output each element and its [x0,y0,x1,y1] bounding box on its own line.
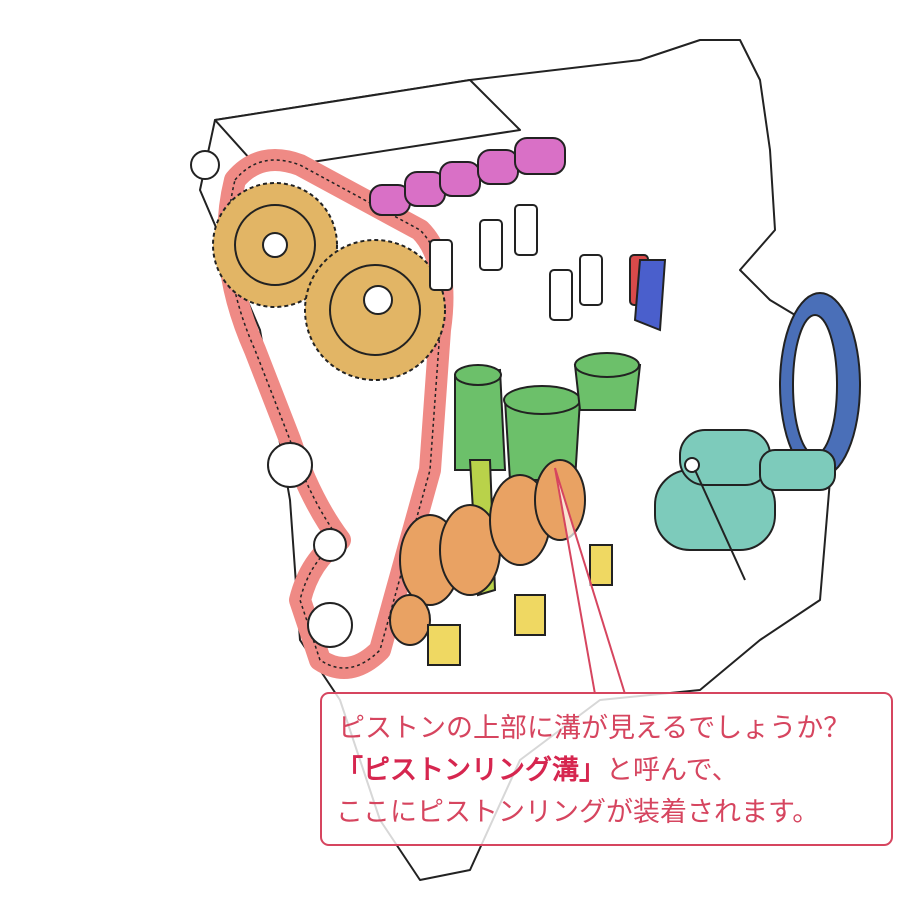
valve-springs [429,204,667,332]
callout-text: ピストンの上部に溝が見えるでしょうか？ 「ピストンリング溝」と呼んで、 ここにピ… [336,708,850,834]
callout-line-2: 「ピストンリング溝」と呼んで、 [336,750,850,792]
tensioner-pulley [313,528,347,562]
timing-belt-teeth [227,159,444,669]
callout-line-2-rest: と呼んで、 [606,755,739,786]
callout-box: ピストンの上部に溝が見えるでしょうか？ 「ピストンリング溝」と呼んで、 ここにピ… [320,692,893,846]
bearing-caps [427,544,613,666]
crankshaft [389,459,586,646]
callout-line-3: ここにピストンリングが装着されます。 [336,797,820,828]
idler-pulley [267,442,313,488]
pistons [454,352,642,481]
starter-motor [654,429,836,581]
callout-highlight: 「ピストンリング溝」 [336,755,606,786]
cam-gear-exhaust [304,239,446,381]
camshaft [369,137,566,216]
callout-line-1: ピストンの上部に溝が見えるでしょうか？ [338,713,851,744]
head-cover [214,79,521,171]
engine-mount [190,150,220,180]
crank-pulley [307,602,353,648]
cam-gear-intake [212,182,338,308]
callout-pointer [554,467,626,695]
